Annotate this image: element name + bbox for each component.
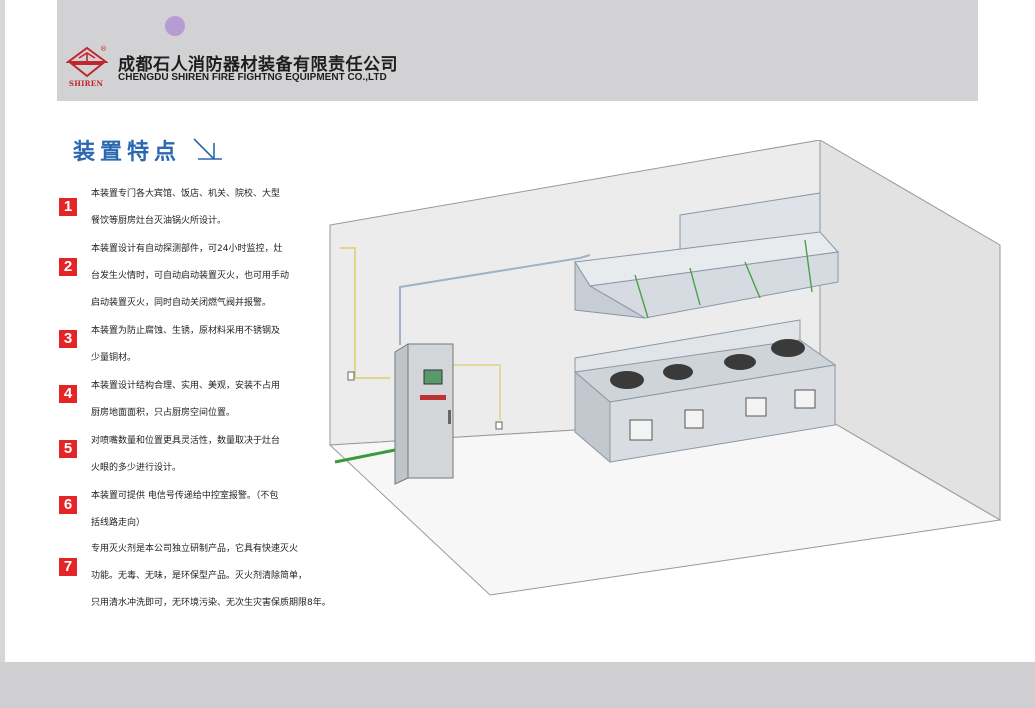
feature-2-line-1: 本装置设计有自动探测部件，可24小时监控，灶	[91, 244, 283, 254]
exhaust-hood-side	[574, 260, 646, 319]
diagonal-arrow-icon	[193, 138, 222, 160]
feature-badge-4: 4	[59, 385, 77, 403]
wok-4	[771, 339, 805, 357]
stove-door-1	[629, 419, 653, 441]
feature-1-line-1: 本装置专门各大宾馆、饭店、机关、院校、大型	[91, 189, 281, 199]
feature-badge-3: 3	[59, 330, 77, 348]
fire-control-cabinet	[407, 343, 454, 479]
feature-badge-6: 6	[59, 496, 77, 514]
header-band	[57, 0, 978, 101]
feature-badge-5: 5	[59, 440, 77, 458]
stove-side	[574, 370, 611, 464]
kitchen-fire-suppression-illustration	[328, 140, 1002, 596]
company-name-en: CHENGDU SHIREN FIRE FIGHTNG EQUIPMENT CO…	[118, 72, 387, 83]
feature-7-line-1: 专用灭火剂是本公司独立研制产品，它具有快速灭火	[91, 544, 299, 554]
purple-dot-decoration	[165, 16, 185, 36]
shiren-logo-icon	[66, 46, 108, 78]
feature-3-line-2: 少量铜材。	[91, 353, 137, 363]
feature-badge-7: 7	[59, 558, 77, 576]
green-pipe	[334, 448, 396, 464]
stove-door-2	[684, 409, 704, 429]
feature-7-line-2: 功能。无毒、无味，是环保型产品。灭火剂清除简单，	[91, 571, 308, 581]
wall-junction-box	[347, 371, 355, 381]
feature-5-line-1: 对喷嘴数量和位置更具灵活性，数量取决于灶台	[91, 436, 281, 446]
cabinet-label	[420, 395, 446, 400]
feature-3-line-1: 本装置为防止腐蚀、生锈，原材料采用不锈钢及	[91, 326, 281, 336]
feature-6-line-1: 本装置可提供 电信号传递给中控室报警。（不包	[91, 491, 279, 501]
stove-door-4	[794, 389, 816, 409]
wok-2	[663, 364, 693, 380]
feature-2-line-2: 台发生火情时，可自动启动装置灭火，也可用手动	[91, 271, 290, 281]
company-name-cn: 成都石人消防器材装备有限责任公司	[118, 55, 398, 75]
cabinet-handle	[448, 410, 451, 424]
cabinet-display	[423, 369, 443, 385]
pipe-upper	[399, 254, 591, 345]
wall-manual-button	[495, 421, 503, 430]
feature-4-line-1: 本装置设计结构合理、实用、美观，安装不占用	[91, 381, 281, 391]
feature-4-line-2: 厨房地面面积，只占厨房空间位置。	[91, 408, 236, 418]
feature-7-line-3: 只用清水冲洗即可，无环境污染、无次生灾害保质期限8年。	[91, 598, 331, 608]
nozzles	[634, 239, 813, 319]
wok-1	[610, 371, 644, 389]
feature-2-line-3: 启动装置灭火，同时自动关闭燃气阀并报警。	[91, 298, 272, 308]
yellow-pipe	[340, 247, 390, 379]
feature-1-line-2: 餐饮等厨房灶台灭油锅火所设计。	[91, 216, 227, 226]
cabinet-side	[394, 343, 409, 485]
registered-mark: ®	[100, 45, 107, 53]
logo-text: SHIREN	[68, 79, 104, 88]
section-title: 装置特点	[73, 139, 182, 165]
yellow-pipe-right	[440, 364, 501, 420]
feature-badge-2: 2	[59, 258, 77, 276]
stove-door-3	[745, 397, 767, 417]
wok-3	[724, 354, 756, 370]
left-strip	[0, 0, 5, 708]
footer-band	[0, 662, 1035, 708]
feature-6-line-2: 括线路走向）	[91, 518, 146, 528]
feature-5-line-2: 火眼的多少进行设计。	[91, 463, 182, 473]
feature-badge-1: 1	[59, 198, 77, 216]
